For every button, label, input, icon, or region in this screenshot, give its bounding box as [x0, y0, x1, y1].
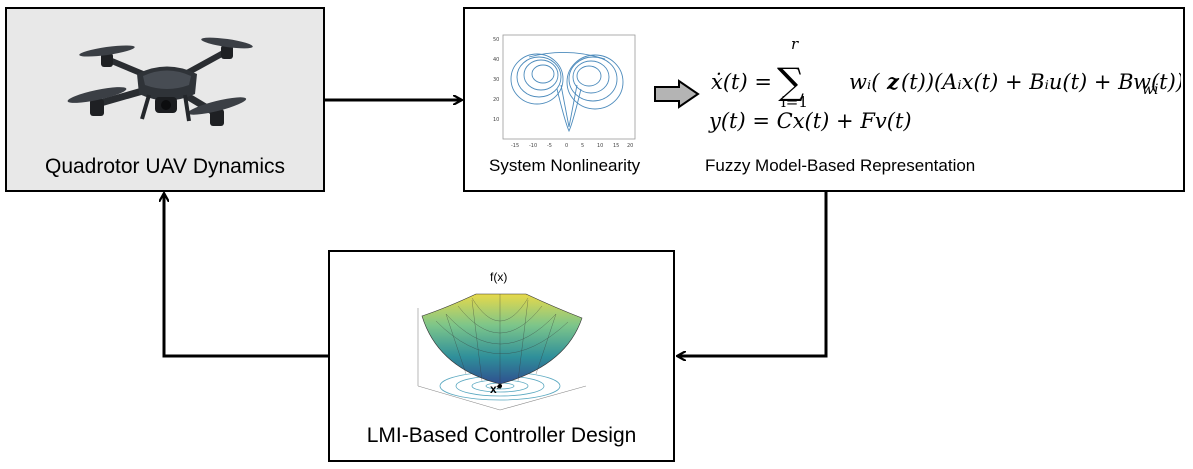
svg-text:(t))(Aᵢx(t) + Bᵢu(t) + B: (t))(Aᵢx(t) + Bᵢu(t) + B	[901, 70, 1134, 94]
svg-text:10: 10	[597, 143, 603, 149]
state-equation: ẋ(t) = ∑ wᵢ( z (t))(Aᵢx(t) + Bᵢu(t) + B …	[711, 61, 1171, 101]
arrow-fuzzy-to-lmi	[678, 192, 828, 356]
right-arrow-icon	[654, 79, 700, 109]
svg-text:ẋ(t) =: ẋ(t) =	[711, 70, 772, 94]
svg-text:0: 0	[565, 143, 568, 149]
svg-text:w(t)): w(t))	[1133, 70, 1181, 94]
svg-text:50: 50	[493, 37, 499, 43]
lmi-controller-label: LMI-Based Controller Design	[366, 424, 637, 447]
surface-plot-title: f(x)	[490, 270, 508, 284]
arrow-lmi-to-uav	[164, 194, 328, 358]
svg-text:30: 30	[493, 77, 499, 83]
svg-text:-5: -5	[547, 143, 552, 149]
svg-text:wᵢ(: wᵢ(	[849, 70, 880, 94]
uav-dynamics-box: Quadrotor UAV Dynamics	[5, 7, 325, 192]
svg-text:40: 40	[493, 57, 499, 63]
svg-text:-15: -15	[511, 143, 519, 149]
svg-text:15: 15	[613, 143, 619, 149]
svg-text:5: 5	[581, 143, 584, 149]
sum-upper-limit: r	[791, 35, 799, 53]
lmi-controller-box: f(x) x* LMI-	[328, 250, 675, 462]
sum-lower-limit: i=1	[781, 93, 808, 111]
output-equation: y(t) = Cx(t) + Fv(t)	[709, 109, 912, 133]
svg-text:z: z	[886, 69, 900, 94]
svg-text:wi: wi	[1142, 82, 1158, 98]
fuzzy-representation-caption: Fuzzy Model-Based Representation	[705, 156, 976, 175]
svg-text:20: 20	[627, 143, 633, 149]
minimum-label: x*	[490, 382, 502, 396]
state-equation-tail: w(t))	[1133, 70, 1181, 100]
svg-text:-10: -10	[529, 143, 537, 149]
svg-text:∑: ∑	[777, 61, 804, 101]
fuzzy-model-box: -15 -10 -5 0 5 10 15 20 50 40 30 20 10 ẋ(t) = ∑ …	[463, 7, 1185, 192]
drone-icon	[67, 37, 253, 126]
uav-dynamics-label: Quadrotor UAV Dynamics	[44, 155, 286, 178]
system-nonlinearity-caption: System Nonlinearity	[489, 156, 641, 175]
svg-text:10: 10	[493, 117, 499, 123]
svg-text:20: 20	[493, 97, 499, 103]
convex-surface-plot	[417, 293, 587, 411]
lorenz-attractor-plot: -15 -10 -5 0 5 10 15 20 50 40 30 20 10	[489, 27, 641, 155]
